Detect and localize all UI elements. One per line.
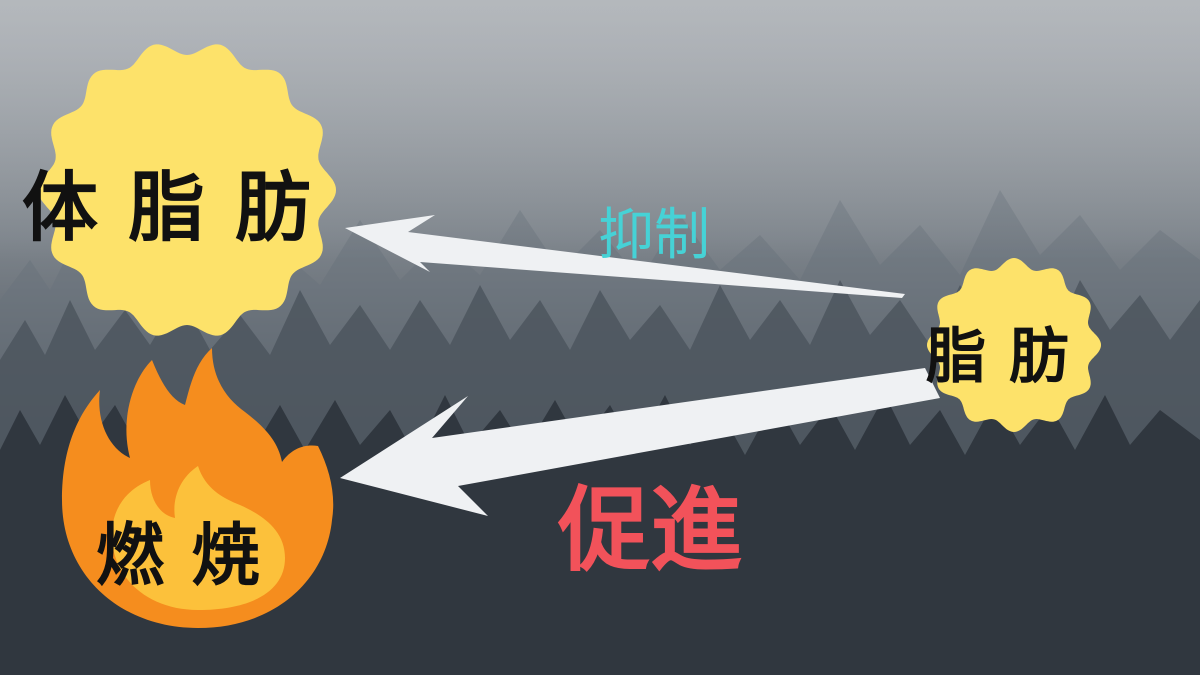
scalloped-badge-icon — [927, 258, 1101, 432]
badge-layer — [38, 44, 1101, 628]
flame-inner-shape — [112, 466, 285, 610]
promote-arrow — [340, 368, 940, 516]
fire-icon — [62, 348, 334, 628]
body-fat-label: 体 脂 肪 — [22, 163, 313, 252]
suppress-edge-label: 抑制 — [598, 203, 710, 268]
promote-edge-label: 促進 — [558, 476, 743, 584]
scalloped-badge-icon — [38, 44, 336, 336]
suppress-arrow — [345, 215, 905, 298]
dietary-fat-label: 脂 肪 — [926, 322, 1070, 392]
fat-burning-label: 燃 焼 — [96, 517, 262, 596]
